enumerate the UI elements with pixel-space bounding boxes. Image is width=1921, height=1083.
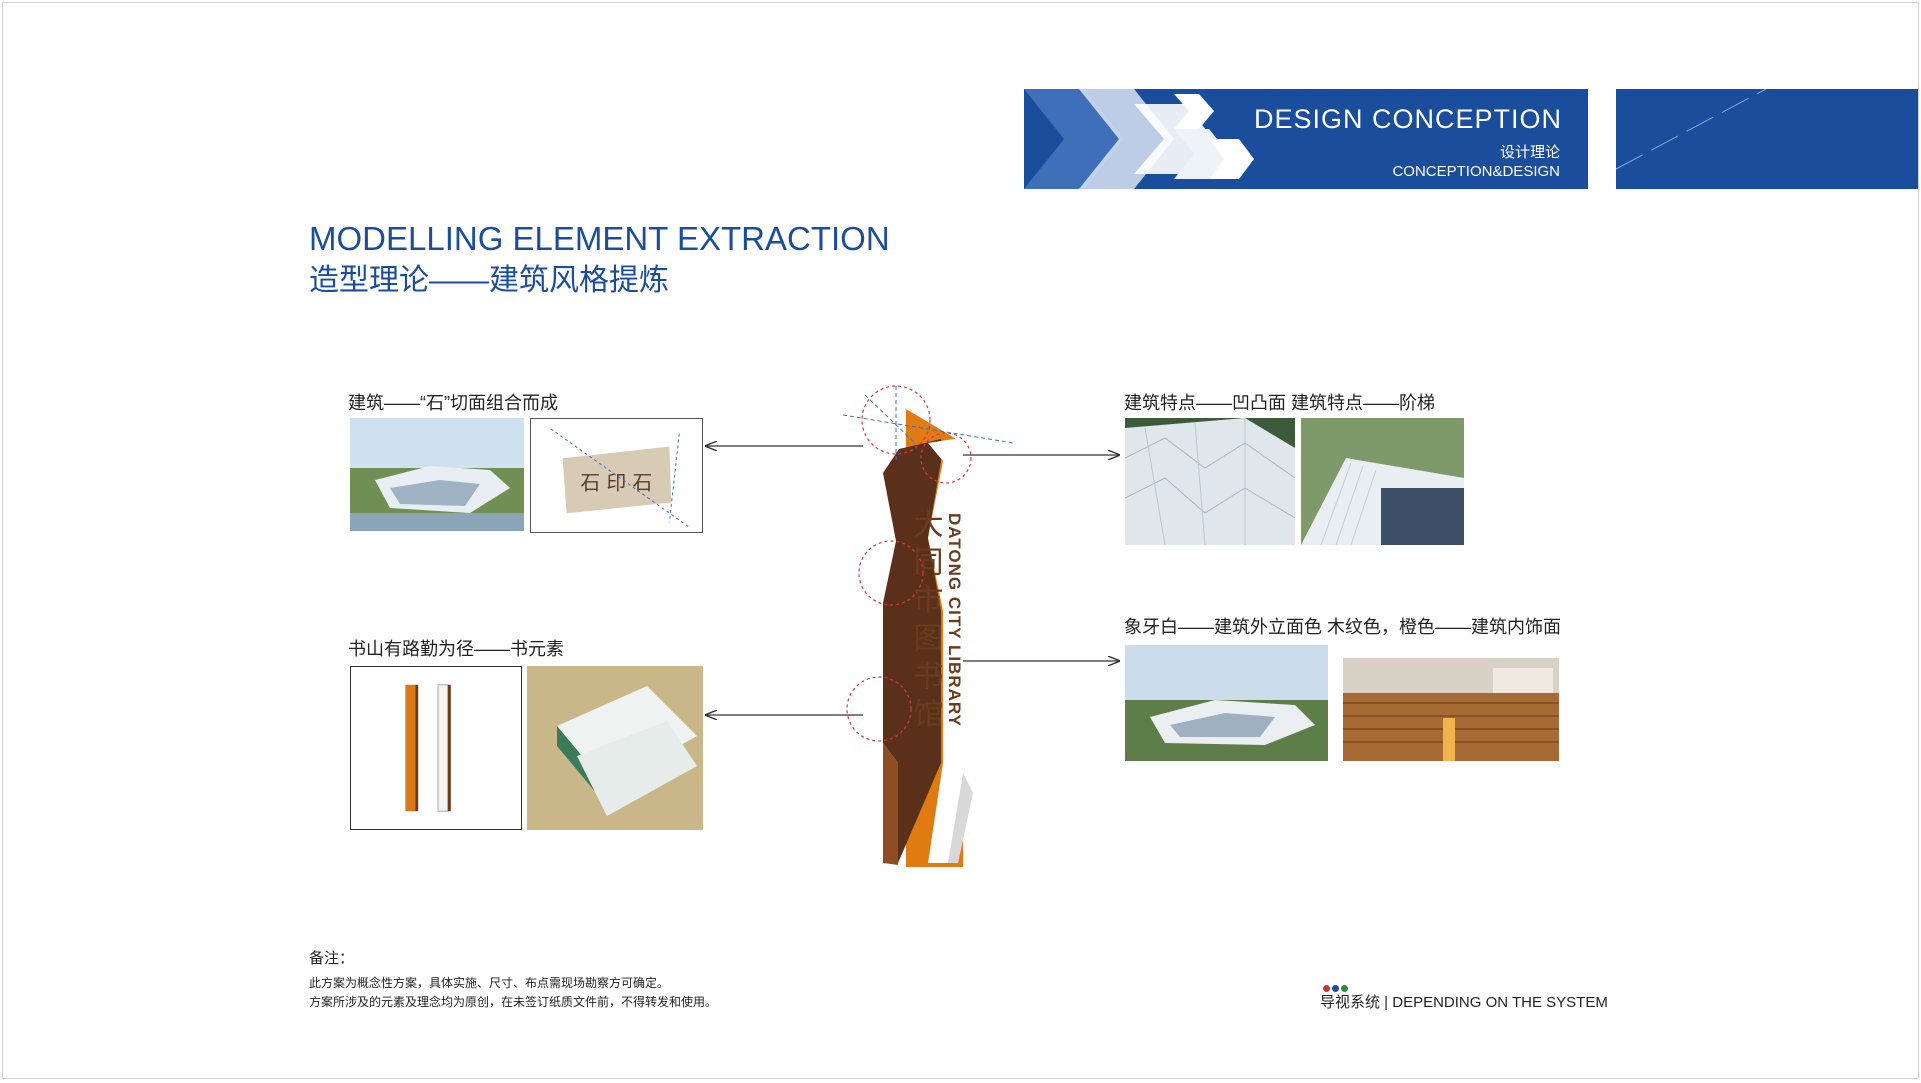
caption-book: 书山有路勤为径——书元素 bbox=[348, 639, 564, 659]
wood-interior-image bbox=[1343, 658, 1559, 761]
footer-dots bbox=[1323, 979, 1350, 997]
svg-text:石 印 石: 石 印 石 bbox=[580, 472, 652, 495]
header-subtitle-en: CONCEPTION&DESIGN bbox=[1392, 163, 1560, 180]
footer-text: 导视系统 | DEPENDING ON THE SYSTEM bbox=[1320, 994, 1608, 1011]
sign-text-cn: 大同市图书馆 bbox=[908, 508, 943, 736]
connector-arrows bbox=[706, 446, 1119, 715]
book-column-image bbox=[350, 666, 522, 830]
notes-title: 备注： bbox=[309, 950, 355, 967]
chevron-pattern-icon bbox=[1024, 89, 1254, 189]
diagonal-lines-icon bbox=[1616, 89, 1767, 170]
notes-line-2: 方案所涉及的元素及理念均为原创，在未签订纸质文件前，不得转发和使用。 bbox=[309, 995, 718, 1009]
stone-seal-image: 石 印 石 bbox=[530, 418, 703, 533]
header-banner-extension bbox=[1616, 89, 1918, 189]
dot-red-icon bbox=[1323, 985, 1330, 992]
header-title: DESIGN CONCEPTION bbox=[1253, 104, 1562, 134]
section-title-en: MODELLING ELEMENT EXTRACTION bbox=[309, 220, 890, 257]
book-box-image bbox=[527, 666, 703, 830]
guide-lines bbox=[842, 386, 1014, 463]
caption-colors: 象牙白——建筑外立面色 木纹色，橙色——建筑内饰面 bbox=[1124, 617, 1561, 637]
guide-circles bbox=[846, 385, 972, 742]
header-banner: DESIGN CONCEPTION 设计理论 CONCEPTION&DESIGN bbox=[1024, 89, 1588, 189]
sign-text-group: 大同市图书馆 DATONG CITY LIBRARY bbox=[908, 508, 965, 736]
building-render-image bbox=[350, 418, 524, 531]
facade-convex-image bbox=[1125, 418, 1295, 545]
wayfinding-sign bbox=[883, 409, 973, 867]
notes-line-1: 此方案为概念性方案，具体实施、尺寸、布点需现场勘察方可确定。 bbox=[309, 976, 670, 990]
header-subtitle-cn: 设计理论 bbox=[1499, 144, 1560, 161]
dot-blue-icon bbox=[1332, 985, 1339, 992]
section-title-cn: 造型理论——建筑风格提炼 bbox=[309, 264, 669, 297]
facade-steps-image bbox=[1301, 418, 1464, 545]
dot-green-icon bbox=[1341, 985, 1348, 992]
sign-text-en: DATONG CITY LIBRARY bbox=[945, 513, 964, 727]
caption-stone: 建筑——“石”切面组合而成 bbox=[348, 393, 558, 413]
caption-features: 建筑特点——凹凸面 建筑特点——阶梯 bbox=[1124, 393, 1435, 413]
ivory-facade-image bbox=[1125, 645, 1328, 761]
